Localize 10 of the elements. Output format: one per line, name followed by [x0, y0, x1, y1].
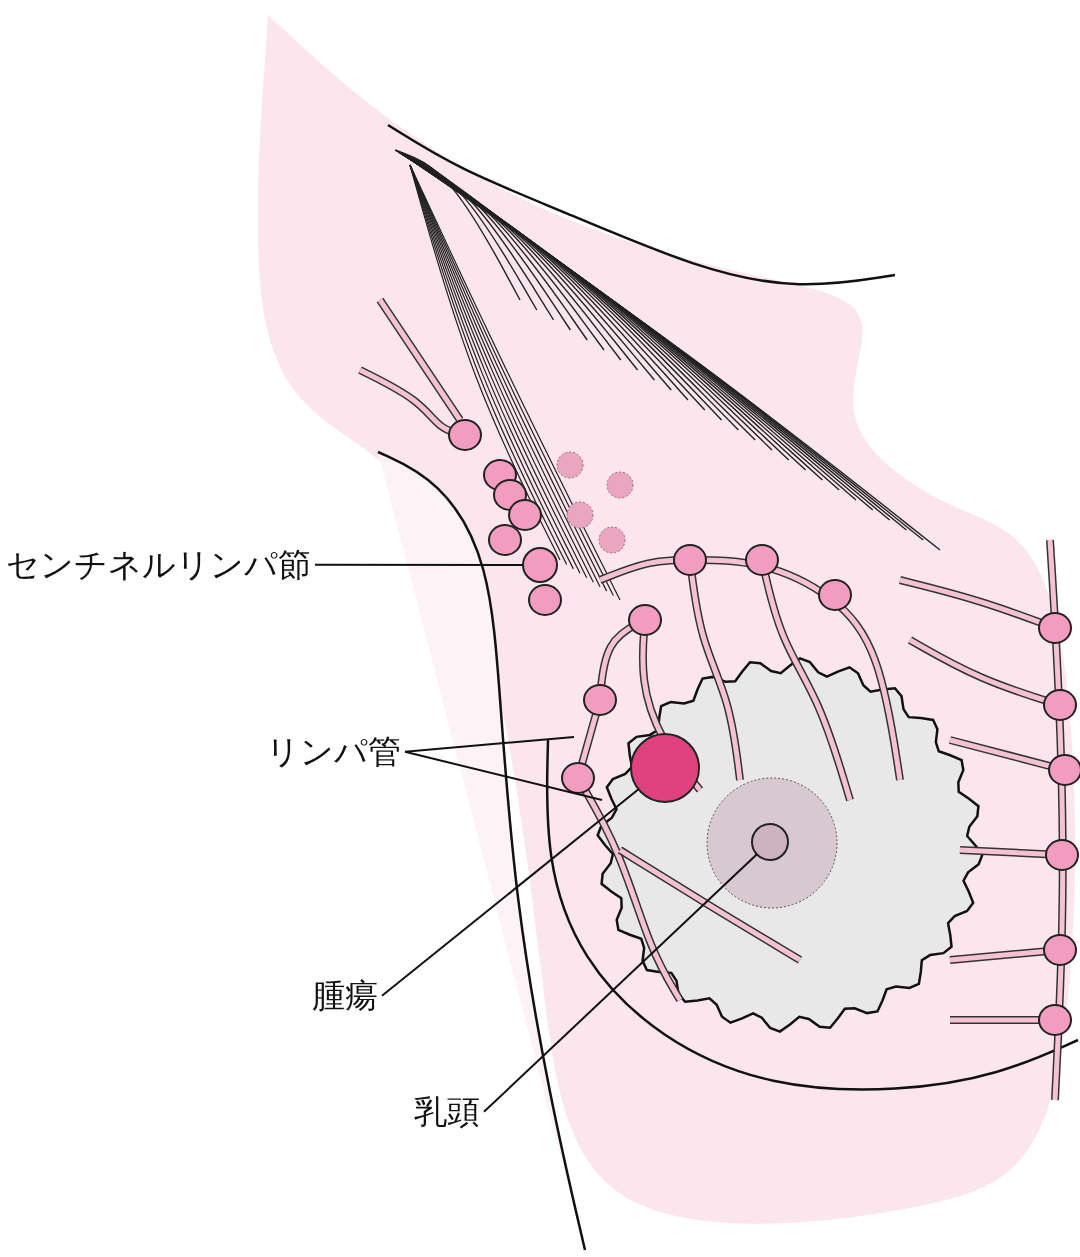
leader-line	[483, 853, 758, 1113]
leader-line	[381, 788, 640, 997]
nipple	[751, 823, 789, 861]
label-text: センチネルリンパ節	[6, 545, 311, 585]
tumor	[630, 733, 700, 803]
label-text: 腫瘍	[312, 976, 378, 1016]
label-text: リンパ管	[266, 732, 401, 772]
label-text: 乳頭	[414, 1092, 480, 1132]
leader-line	[404, 750, 603, 801]
leader-line	[314, 563, 524, 566]
